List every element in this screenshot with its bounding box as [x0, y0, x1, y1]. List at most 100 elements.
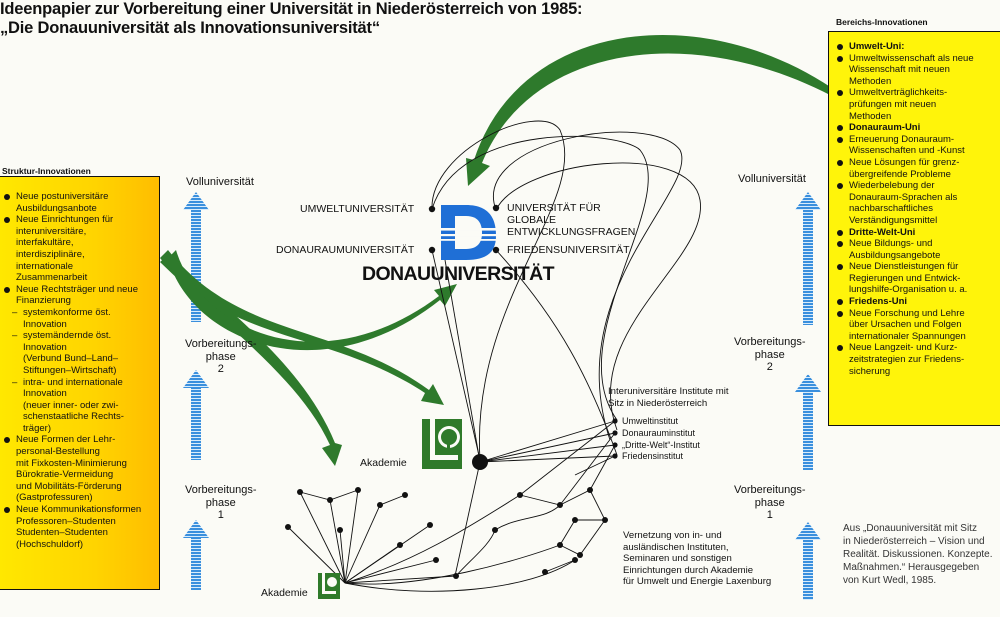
structure-innovation-item: interdisziplinäre, — [16, 248, 85, 260]
stage-right-prep1: Vorbereitungs- phase 1 — [734, 484, 806, 521]
structure-innovation-item: internationale — [16, 260, 74, 272]
label-frieden-uni: FRIEDENSUNIVERSITÄT — [507, 244, 630, 256]
structure-innovation-item: Zusammenarbeit — [16, 272, 88, 284]
area-innovation-item: Wiederbelebung der — [834, 180, 1000, 192]
stage-right-prep2: Vorbereitungs- phase 2 — [734, 336, 806, 373]
structure-innovation-item: Ausbildungsanbote — [16, 202, 97, 214]
structure-innovation-item: Neue Einrichtungen für — [1, 214, 159, 226]
structure-innovation-item: Studenten–Studenten — [16, 527, 108, 539]
area-innovations-title: Bereichs-Innovationen — [836, 17, 928, 27]
area-innovation-item: Erneuerung Donauraum- — [834, 134, 1000, 146]
area-innovation-item: Neue Dienstleistungen für — [834, 261, 1000, 273]
area-innovation-item: Neue Bildungs- und — [834, 238, 1000, 250]
bottom-network-lines — [287, 489, 606, 592]
donau-logo-icon — [441, 205, 496, 260]
structure-innovation-item: Neue postuniversitäre — [1, 191, 159, 203]
structure-innovation-item: schenstaatliche Rechts- — [23, 411, 124, 423]
structure-innovation-item: intra- und internationale — [1, 377, 159, 389]
area-innovation-item: prüfungen mit neuen — [849, 98, 937, 110]
structure-innovation-item: systemändernde öst. — [1, 330, 159, 342]
structure-innovation-item: Finanzierung — [16, 295, 71, 307]
structure-innovations-title: Struktur-Innovationen — [2, 166, 91, 176]
uni-dots — [428, 204, 500, 254]
stage-arrows-left — [183, 192, 209, 590]
structure-innovation-item: (Verbund Bund–Land– — [23, 353, 119, 365]
structure-innovation-item: Stiftungen–Wirtschaft) — [23, 364, 117, 376]
area-innovation-item: Methoden — [849, 75, 892, 87]
structure-innovation-item: (neuer inner- oder zwi- — [23, 399, 119, 411]
institute-donauraum: Donauraum­institut — [622, 428, 696, 438]
area-innovation-item: Wissenschaft mit neuen — [849, 64, 950, 76]
area-innovation-item: nachbarschaftliches — [849, 203, 933, 215]
area-innovation-item: Dritte-Welt-Uni — [834, 227, 1000, 239]
structure-innovation-item: interuniversitäre, — [16, 225, 87, 237]
stage-arrows-right — [795, 192, 821, 600]
structure-innovation-item: Innovation — [23, 388, 67, 400]
structure-innovation-item: Innovation — [23, 318, 67, 330]
structure-innovation-item: Neue Formen der Lehr- — [1, 434, 159, 446]
area-innovation-item: zeitstrategien zur Friedens- — [849, 354, 965, 366]
akademie-label-bottom: Akademie — [261, 587, 308, 599]
source-note: Aus „Donauuniversität mit Sitz in Nieder… — [843, 523, 993, 586]
area-innovation-item: Umweltverträglichkeits- — [834, 87, 1000, 99]
area-innovation-item: Methoden — [849, 110, 892, 122]
area-innovation-item: Verständigungsmittel — [849, 214, 938, 226]
structure-innovation-item: Bürokratie-Vermeidung — [16, 469, 114, 481]
stage-right-full: Volluniversität — [738, 173, 806, 185]
title-line-2: „Die Donauuniversität als Innovationsuni… — [0, 19, 380, 37]
area-innovation-item: Neue Langzeit- und Kurz- — [834, 342, 1000, 354]
label-umwelt-uni: UMWELTUNIVERSITÄT — [300, 203, 415, 215]
structure-innovation-item: systemkonforme öst. — [1, 307, 159, 319]
area-innovation-item: Donauraum-Sprachen als — [849, 191, 958, 203]
area-innovation-item: internationaler Spannungen — [849, 330, 966, 342]
network-caption: Vernetzung von in- und ausländischen Ins… — [623, 530, 772, 588]
institute-frieden: Friedensinstitut — [622, 451, 684, 461]
area-innovation-item: Donauraum-Uni — [834, 122, 1000, 134]
label-global-uni: UNIVERSITÄT FÜR GLOBALE ENTWICKLUNGSFRAG… — [507, 202, 636, 238]
area-innovation-item: Umweltwissenschaft als neue — [834, 53, 1000, 65]
structure-innovation-item: Professoren–Studenten — [16, 515, 116, 527]
institute-lines — [444, 259, 616, 577]
structure-innovation-item: personal-Bestellung — [16, 446, 100, 458]
title-line-1: Ideenpapier zur Vorbereitung einer Unive… — [0, 0, 583, 18]
structure-innovation-item: träger) — [23, 422, 51, 434]
area-innovation-item: Regierungen und Entwick- — [849, 272, 961, 284]
area-innovation-item: übergreifende Probleme — [849, 168, 951, 180]
akademie-label-mid: Akademie — [360, 457, 407, 469]
akademie-logo-icon-bottom — [318, 573, 340, 599]
area-innovation-item: Ausbildungsangebote — [849, 249, 941, 261]
stage-left-prep2: Vorbereitungs- phase 2 — [185, 338, 257, 375]
area-innovation-item: Neue Lösungen für grenz- — [834, 157, 1000, 169]
stage-left-full: Volluniversität — [186, 176, 254, 188]
structure-innovation-item: (Hochschuldorf) — [16, 538, 84, 550]
donauuniversitaet-title: DONAUUNIVERSITÄT — [362, 263, 555, 285]
akademie-logo-icon-mid — [422, 419, 462, 469]
institute-umwelt: Umweltinstitut — [622, 416, 679, 426]
area-innovation-item: über Ursachen und Folgen — [849, 319, 962, 331]
area-innovation-item: lungshilfe-Organisation u. a. — [849, 284, 968, 296]
interuni-caption: Interuniversitäre Institute mit Sitz in … — [608, 386, 729, 409]
bottom-network-dots — [285, 487, 608, 579]
structure-innovation-item: Neue Kommunikationsformen — [1, 504, 159, 516]
institute-dritte-welt: „Dritte-Welt“-Institut — [622, 440, 700, 450]
structure-innovation-item: Innovation — [23, 341, 67, 353]
area-innovation-item: Neue Forschung und Lehre — [834, 308, 1000, 320]
label-donauraum-uni: DONAURAUMUNIVERSITÄT — [276, 244, 415, 256]
structure-innovation-item: interfakultäre, — [16, 237, 74, 249]
area-innovation-item: Wissenschaften und -Kunst — [849, 145, 965, 157]
structure-innovation-item: und Mobilitäts-Förderung — [16, 480, 122, 492]
green-arrows — [160, 35, 832, 466]
area-innovation-item: Umwelt-Uni: — [834, 41, 1000, 53]
structure-innovation-item: Neue Rechtsträger und neue — [1, 284, 159, 296]
structure-innovation-item: mit Fixkosten-Minimierung — [16, 457, 127, 469]
stage-left-prep1: Vorbereitungs- phase 1 — [185, 484, 257, 521]
area-innovation-item: Friedens-Uni — [834, 296, 1000, 308]
area-innovation-item: sicherung — [849, 365, 891, 377]
structure-innovation-item: (Gastprofessuren) — [16, 492, 93, 504]
institute-dots — [472, 418, 618, 470]
